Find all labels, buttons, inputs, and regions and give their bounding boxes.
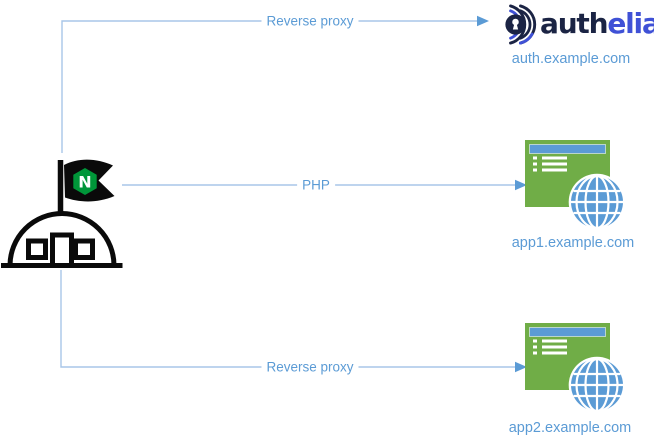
app1-web-app-window-icon — [521, 136, 625, 230]
nginx-letter: N — [78, 173, 91, 192]
authelia-domain-label: auth.example.com — [511, 51, 631, 67]
authelia-brand-auth: auth — [540, 7, 609, 40]
app2-domain-label: app2.example.com — [508, 420, 632, 436]
nginx-hexagon — [73, 168, 97, 195]
app-window-icon — [525, 323, 625, 413]
keyhole-wedge — [512, 24, 519, 30]
keyhole-icon — [512, 18, 519, 26]
authelia-inner-arc-right — [519, 9, 532, 40]
authelia-lock-logo-icon — [505, 4, 537, 45]
arrowhead-app1 — [515, 179, 527, 191]
nginx-flag-building-icon: N — [1, 159, 123, 268]
connector-label-reverse-proxy-top: Reverse proxy — [261, 12, 359, 30]
connector-label-reverse-proxy-bottom: Reverse proxy — [261, 358, 359, 376]
app-window-icon — [525, 140, 625, 230]
connector-nginx-to-app2 — [60, 270, 515, 368]
authelia-brand-elia: elia — [607, 7, 654, 40]
app1-domain-label: app1.example.com — [511, 235, 635, 251]
connector-nginx-to-authelia — [61, 20, 477, 153]
authelia-outer-arc-accent — [519, 32, 534, 45]
app2-web-app-window-icon — [521, 319, 625, 413]
building-window-right — [73, 238, 95, 260]
authelia-wordmark: authelia — [540, 9, 654, 39]
building-door — [50, 232, 74, 268]
building-window-left — [26, 238, 48, 260]
arrowhead-app2 — [515, 361, 527, 373]
arrowhead-authelia — [477, 15, 489, 27]
connector-label-php: PHP — [297, 176, 335, 194]
